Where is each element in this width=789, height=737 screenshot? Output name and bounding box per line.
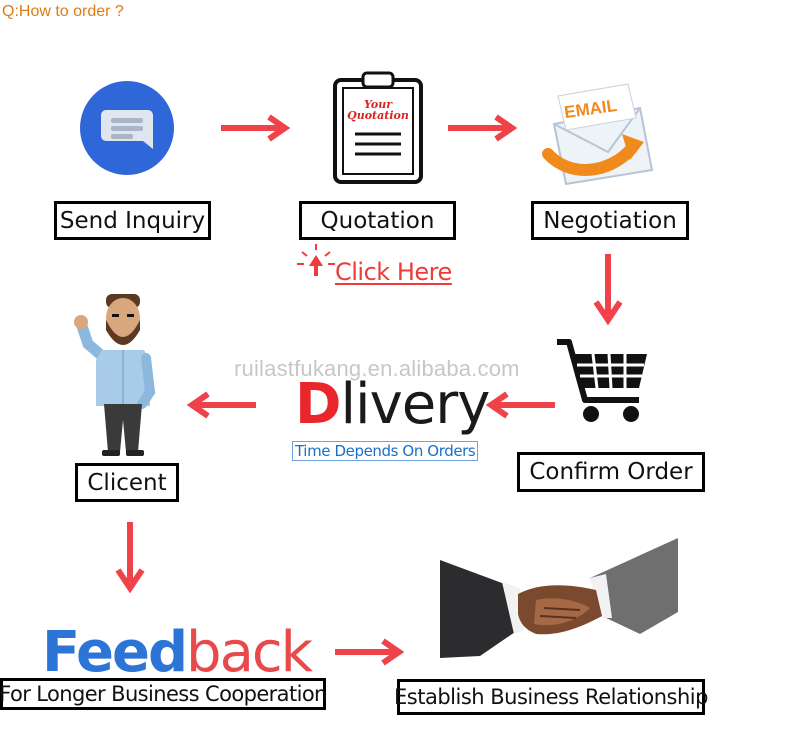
arrow-right-1 [219,114,293,142]
negotiation-label: Negotiation [543,207,677,234]
feedback-feed: Feed [42,620,188,685]
feedback-note: For Longer Business Cooperation [0,682,327,706]
watermark-text: ruilastfukang.en.alibaba.com [234,356,520,381]
shopping-cart-icon [555,336,651,431]
clipboard-line2: Quotation [347,109,409,122]
email-icon: EMAIL [540,78,660,191]
man-waving-icon [72,292,162,463]
feedback-heading: Feedback [42,620,313,685]
cursor-click-icon [296,242,336,283]
send-inquiry-box: Send Inquiry [54,201,211,240]
arrow-right-2 [446,114,520,142]
client-label: Clicent [87,469,167,496]
establish-label: Establish Business Relationship [394,685,708,709]
arrow-down-2 [114,520,146,594]
delivery-rest: livery [340,372,490,437]
establish-box: Establish Business Relationship [394,679,708,715]
arrow-left-1 [483,391,557,419]
delivery-first-letter: D [295,372,341,437]
clipboard-icon: Your Quotation [331,70,425,191]
client-box: Clicent [75,463,179,502]
arrow-down-1 [592,252,624,326]
quotation-box: Quotation [299,201,456,240]
feedback-note-box: For Longer Business Cooperation [0,678,327,710]
quotation-label: Quotation [320,207,435,234]
feedback-back: back [186,620,313,685]
arrow-right-3 [333,638,407,666]
arrow-left-2 [184,391,258,419]
negotiation-box: Negotiation [531,201,689,240]
clipboard-line1: Your [364,98,393,111]
click-here-link[interactable]: Click Here [335,258,452,286]
confirm-order-label: Confirm Order [529,459,693,485]
handshake-icon [440,538,678,673]
delivery-heading: Dlivery [295,372,490,437]
send-inquiry-label: Send Inquiry [59,207,206,234]
confirm-order-box: Confirm Order [517,452,705,492]
page-title: Q:How to order ? [2,3,124,20]
delivery-note: Time Depends On Orders [292,441,479,461]
message-icon [77,80,181,181]
